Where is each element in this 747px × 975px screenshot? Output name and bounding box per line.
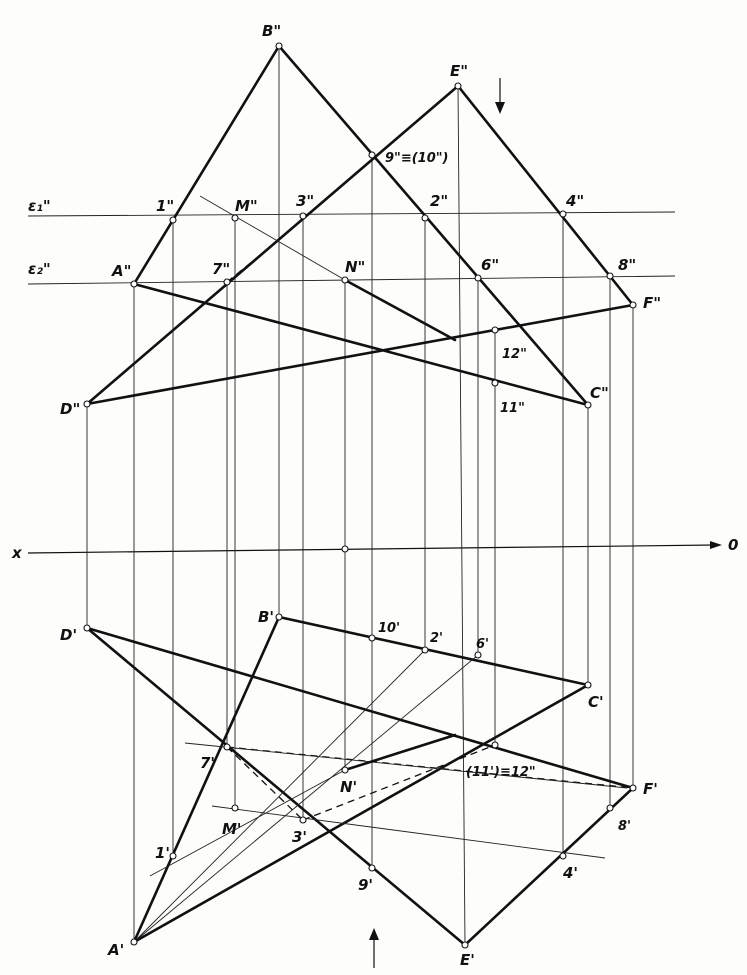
label-2-1: 2': [430, 631, 443, 646]
label-M2: M": [235, 197, 258, 215]
label-eps2: ε₂": [28, 260, 51, 278]
label-8-2: 8": [618, 256, 636, 274]
label-N2: N": [345, 258, 365, 276]
label-D2: D": [60, 400, 80, 418]
label-2-2: 2": [430, 192, 448, 210]
label-9-1: 9': [358, 876, 373, 894]
frontal-projection: [85, 43, 635, 407]
label-eps1: ε₁": [28, 197, 51, 215]
label-C2: C": [590, 384, 609, 402]
label-B1: B': [258, 608, 274, 626]
label-E2: E": [450, 62, 468, 80]
label-1-2: 1": [156, 197, 174, 215]
projection-axis: [27, 541, 722, 554]
label-11-2: 11": [500, 401, 525, 416]
label-0: 0: [728, 536, 738, 554]
label-F1: F': [643, 780, 658, 798]
label-3-2: 3": [296, 192, 314, 210]
label-4-1: 4': [562, 864, 578, 882]
label-8-1: 8': [618, 819, 631, 834]
label-x: x: [11, 544, 23, 562]
label-A2: A": [111, 262, 131, 280]
label-11-12: (11')≡12": [466, 765, 536, 780]
view-arrows: [369, 78, 505, 968]
label-F2: F": [643, 294, 661, 312]
label-1-1: 1': [155, 844, 170, 862]
label-12-2: 12": [502, 347, 527, 362]
arrow-down-icon: [495, 102, 505, 114]
label-D1: D': [60, 626, 77, 644]
point-markers: [83, 42, 637, 949]
label-E1: E': [460, 951, 475, 969]
label-N1: N': [340, 778, 357, 796]
arrow-up-icon: [369, 928, 379, 940]
label-7-1: 7': [200, 754, 215, 772]
label-A1: A': [107, 941, 124, 959]
axis-arrow-icon: [710, 541, 722, 549]
horizontal-projection: [86, 615, 636, 947]
label-6-1: 6': [476, 637, 489, 652]
link-lines: [86, 46, 634, 946]
label-C1: C': [588, 693, 604, 711]
label-7-2: 7": [212, 260, 230, 278]
label-10-1: 10': [378, 621, 400, 636]
label-6-2: 6": [481, 256, 499, 274]
frontal-labels: B" E" 9"≡(10") ε₁" ε₂" 1" M" 3" 2" 4" A"…: [28, 22, 661, 418]
horizontal-labels: D' B' 10' 2' 6' C' 7' (11')≡12" N' F' M'…: [60, 608, 658, 969]
label-M1: M': [222, 820, 242, 838]
label-9-10-2: 9"≡(10"): [385, 151, 448, 166]
label-4-2: 4": [565, 192, 584, 210]
label-B2: B": [262, 22, 281, 40]
label-3-1: 3': [292, 828, 307, 846]
